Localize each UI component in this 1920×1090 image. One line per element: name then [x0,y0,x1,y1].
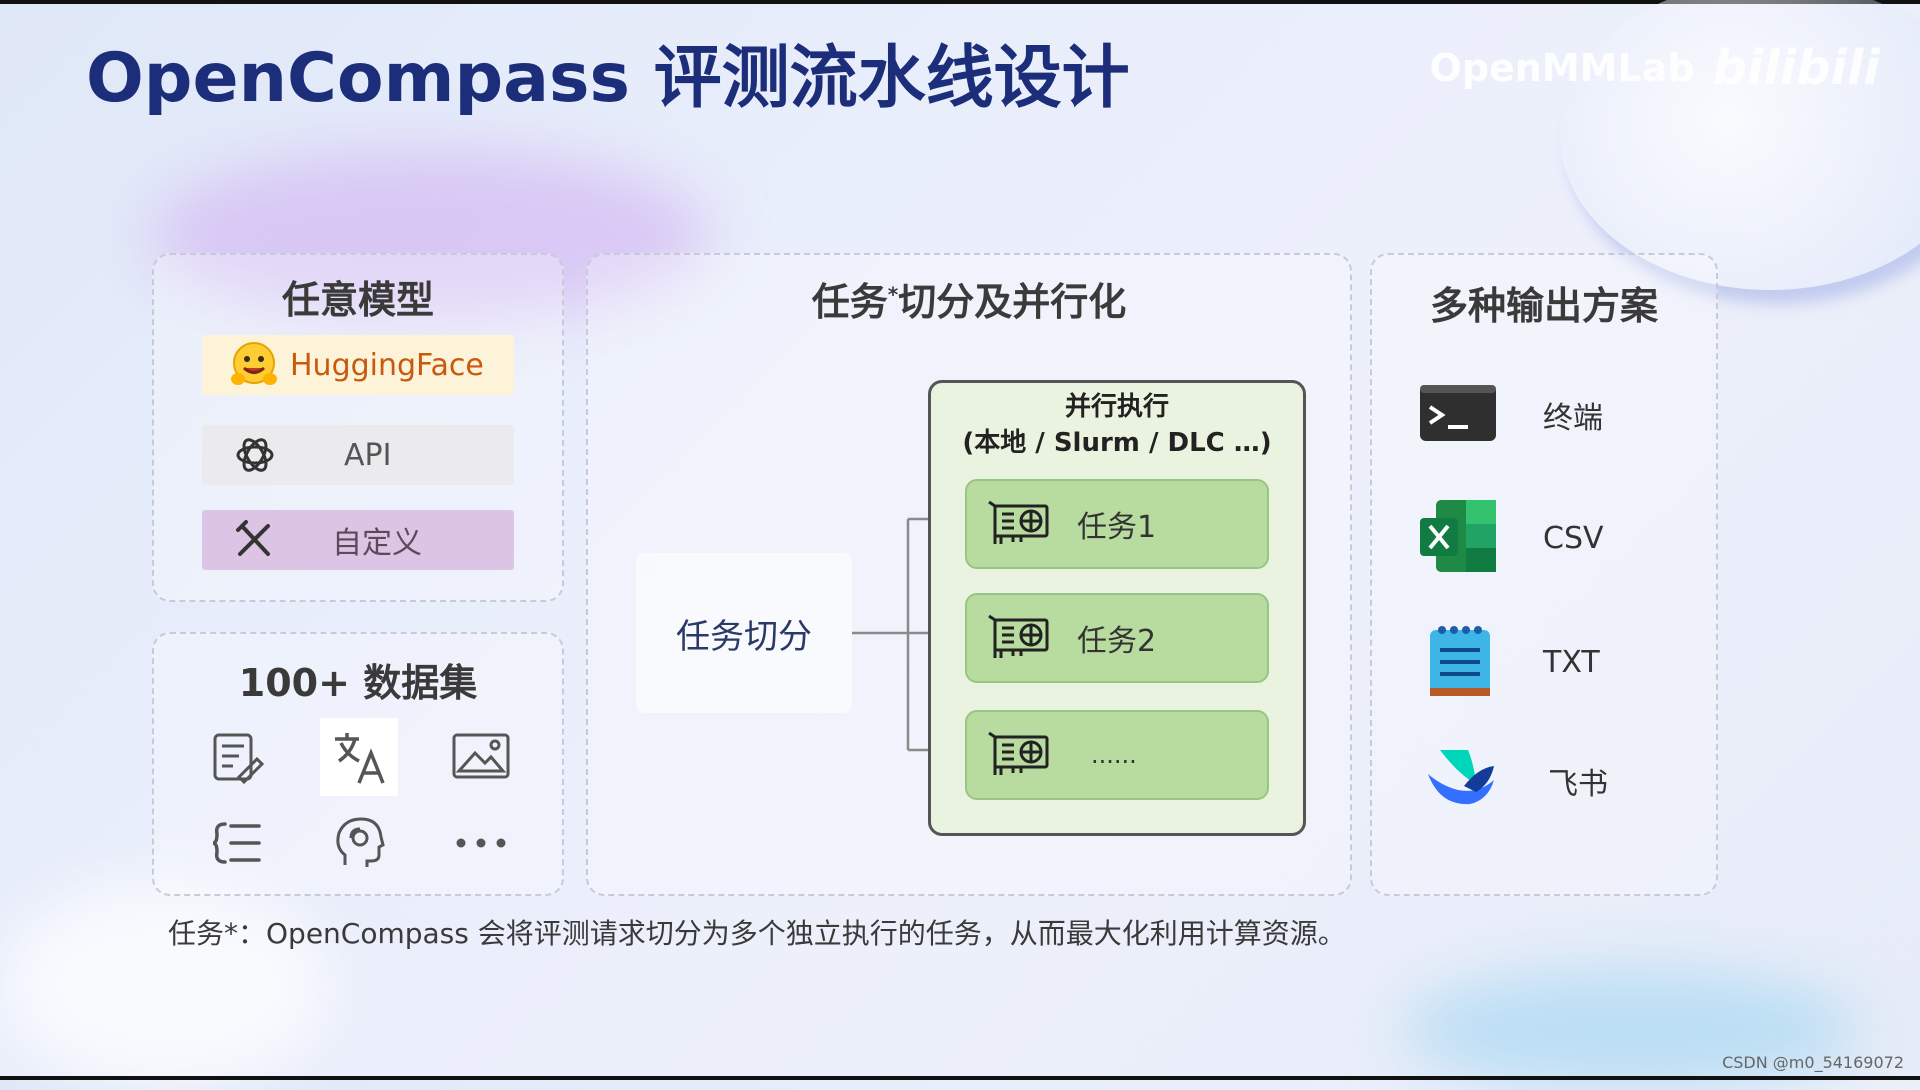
openai-logo-icon [232,432,278,478]
decor-bubble [1560,0,1920,290]
gpu-icon [987,612,1051,664]
notepad-icon [1418,620,1498,704]
more-dots-icon [442,804,520,882]
brand-logos: OpenMMLab bilibili [1430,40,1880,96]
decor-blue-glow [1400,970,1860,1090]
task-label-more: ...... [1091,741,1137,769]
footnote: 任务*：OpenCompass 会将评测请求切分为多个独立执行的任务，从而最大化… [168,917,1346,950]
models-panel-title: 任意模型 [281,278,434,322]
tasks-panel-title: 任务*切分及并行化 [588,271,1350,326]
slide-title: OpenCompass 评测流水线设计 [86,39,1130,118]
tasks-panel-title-rest: 切分及并行化 [898,280,1127,324]
output-item-feishu: 飞书 [1418,744,1608,818]
output-item-txt: TXT [1418,620,1600,704]
output-panel: 多种输出方案 [1370,253,1718,896]
model-label-api: API [344,437,392,473]
top-border [0,0,1920,4]
document-edit-icon [198,718,276,796]
output-label-txt: TXT [1543,644,1600,680]
excel-icon [1418,498,1498,578]
task-label-1: 任务1 [1077,510,1157,545]
output-panel-title: 多种输出方案 [1429,284,1658,328]
watermark: CSDN @m0_54169072 [1722,1053,1904,1072]
openmmlab-logo: OpenMMLab [1429,46,1695,90]
datasets-panel-title: 100+ 数据集 [238,661,478,705]
task-item-2: 任务2 [965,593,1269,683]
tasks-panel-title-mark: * [887,282,899,307]
model-item-custom: 自定义 [202,510,514,570]
bilibili-logo: bilibili [1712,40,1880,96]
task-label-2: 任务2 [1077,624,1157,659]
model-item-huggingface: HuggingFace [202,335,514,395]
output-label-feishu: 飞书 [1548,767,1608,802]
parallel-exec-title: 并行执行 (本地 / Slurm / DLC …) [931,389,1303,461]
list-indent-icon [198,804,276,882]
parallel-exec-title-line1: 并行执行 [1064,392,1169,422]
gpu-icon [987,498,1051,550]
task-item-1: 任务1 [965,479,1269,569]
output-item-terminal: 终端 [1418,383,1603,447]
model-label-huggingface: HuggingFace [290,347,484,383]
output-label-csv: CSV [1543,520,1604,556]
translate-icon [320,718,398,796]
output-label-terminal: 终端 [1543,401,1603,436]
brain-head-icon [320,804,398,882]
model-item-api: API [202,425,514,485]
hugging-face-emoji-icon [228,339,280,391]
terminal-icon [1418,383,1498,447]
decor-white-glow [0,880,330,1090]
task-split-box: 任务切分 [636,553,852,713]
gpu-icon [987,729,1051,781]
models-panel: 任意模型 HuggingFace API [152,253,564,602]
parallel-exec-box: 并行执行 (本地 / Slurm / DLC …) 任务1 任务2 [928,380,1306,836]
output-item-csv: CSV [1418,498,1604,578]
task-item-more: ...... [965,710,1269,800]
tools-icon [232,518,276,562]
bottom-border [0,1076,1920,1080]
datasets-panel: 100+ 数据集 [152,632,564,896]
decor-purple-glow [150,150,710,320]
parallel-exec-title-line2: (本地 / Slurm / DLC …) [962,428,1272,458]
model-label-custom: 自定义 [332,526,422,561]
feishu-icon [1418,744,1498,818]
tasks-panel-title-main: 任务 [811,280,888,324]
image-icon [442,718,520,796]
